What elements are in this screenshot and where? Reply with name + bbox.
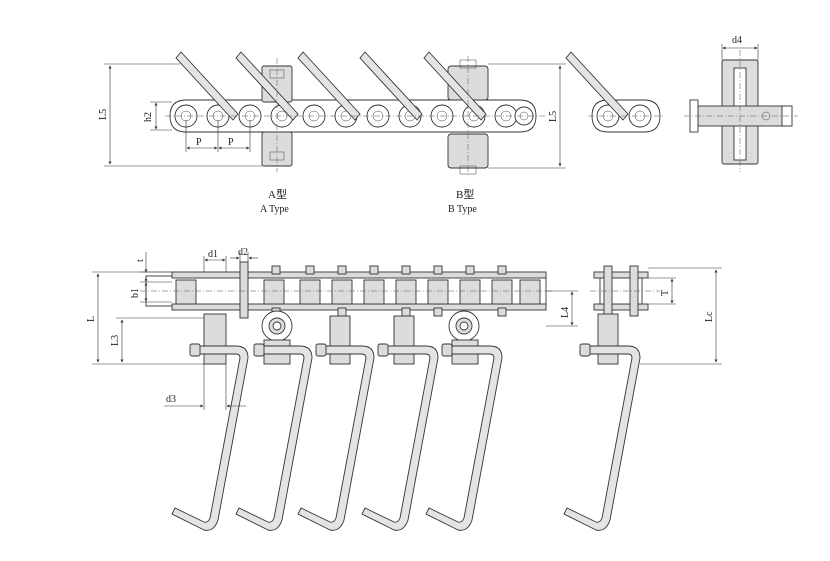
- bottom-pin-heads: [271, 265, 507, 317]
- bottom-pin-blocks: [175, 279, 541, 305]
- bent-rods: [171, 345, 503, 531]
- bottom-chain-view: t b1 L L3 d1 d2 L4 d3: [86, 247, 578, 531]
- dim-lc: Lc: [704, 311, 715, 322]
- dim-l4: L4: [560, 307, 571, 318]
- caption-type-b-en: B Type: [448, 204, 477, 215]
- dim-p-1: P: [196, 137, 202, 148]
- top-angled-rods: [175, 51, 487, 121]
- dim-b1: b1: [130, 288, 141, 298]
- dim-l5-left: L5: [98, 109, 109, 120]
- dim-d3: d3: [166, 394, 176, 405]
- top-end-view: d4: [684, 35, 798, 172]
- caption-type-b-cn: B型: [456, 187, 474, 201]
- dim-l: L: [86, 316, 97, 322]
- dim-l5-right: L5: [548, 111, 559, 122]
- caption-type-a-cn: A型: [268, 187, 287, 201]
- rod-caps: [189, 343, 453, 357]
- caption-type-a-en: A Type: [260, 204, 289, 215]
- dim-l3: L3: [110, 335, 121, 346]
- dim-d1: d1: [208, 249, 218, 260]
- bottom-side-view: T Lc: [563, 265, 722, 531]
- top-chain-view: L5 h2 P P L5 A型 A Type B型 B Type: [98, 51, 566, 215]
- dim-h2: h2: [143, 112, 154, 122]
- dim-d4: d4: [732, 35, 742, 46]
- dim-p-2: P: [228, 137, 234, 148]
- dim-d2: d2: [238, 247, 248, 258]
- top-side-link-view: [565, 51, 664, 133]
- dim-t: t: [135, 259, 146, 262]
- dim-t-upper: T: [660, 290, 671, 296]
